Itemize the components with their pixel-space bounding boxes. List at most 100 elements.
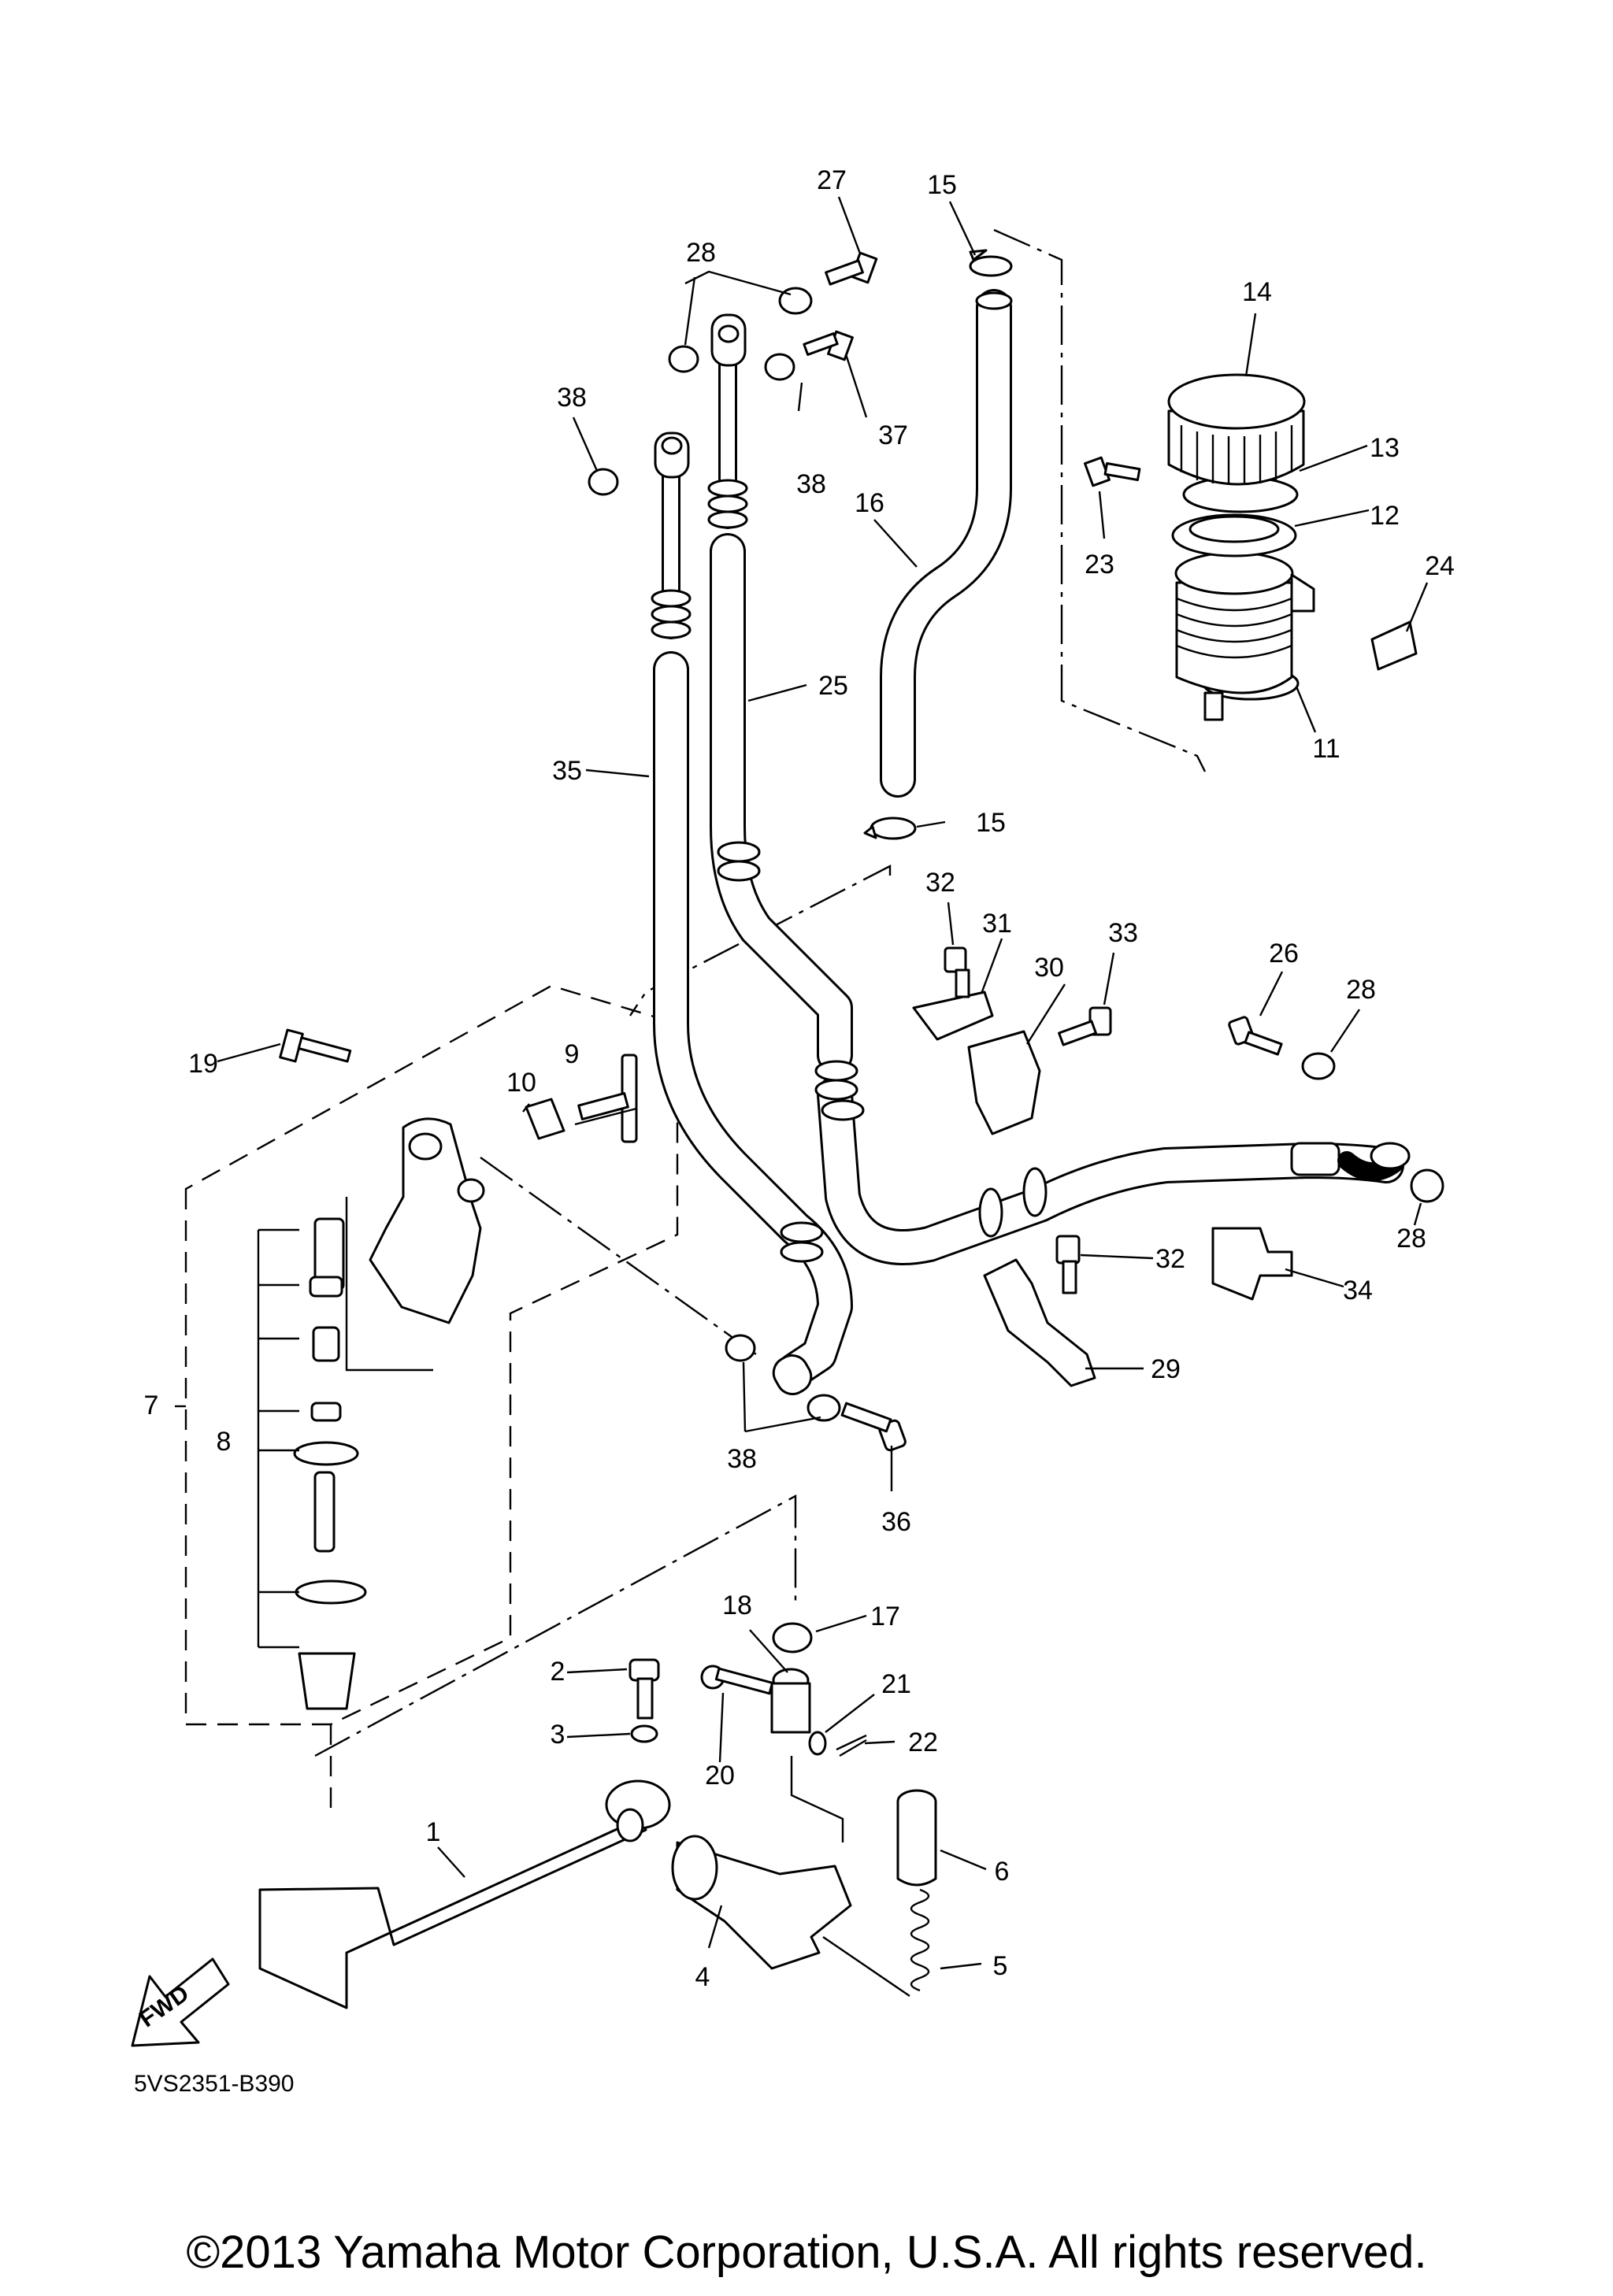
bolt-32-upper	[944, 946, 970, 998]
brake-hose-35	[651, 431, 853, 1395]
callout-7: 7	[144, 1391, 159, 1420]
callouts: 1 2 3 4 5 6 7 8 9 10 11 12 13 14 15 15 1…	[144, 165, 1455, 1992]
callout-17: 17	[870, 1602, 900, 1631]
assembly-outline	[184, 984, 679, 1726]
bracket-24	[1370, 620, 1418, 671]
callout-12: 12	[1370, 501, 1400, 531]
callout-19: 19	[188, 1049, 218, 1079]
shaft-4	[671, 1835, 852, 1970]
callout-36: 36	[881, 1507, 911, 1537]
callout-13: 13	[1370, 433, 1400, 463]
callout-20: 20	[705, 1761, 735, 1791]
bolt-23	[1084, 456, 1141, 487]
callout-35: 35	[552, 756, 582, 786]
cotter-pin-22	[836, 1734, 867, 1757]
callout-5: 5	[993, 1951, 1008, 1981]
washer-28-far	[1410, 1168, 1444, 1203]
callout-23: 23	[1085, 550, 1114, 580]
callout-9: 9	[565, 1039, 580, 1069]
callout-15-bottom: 15	[976, 808, 1006, 838]
callout-32-lower: 32	[1155, 1244, 1185, 1274]
callout-4: 4	[695, 1962, 710, 1992]
master-cylinder-body	[369, 1117, 482, 1324]
brake-switch-34	[1211, 1227, 1293, 1301]
callout-22: 22	[908, 1728, 938, 1757]
hose-right	[814, 1060, 1411, 1265]
callout-2: 2	[551, 1657, 565, 1687]
fwd-arrow-icon: FWD	[131, 1957, 230, 2047]
callout-18: 18	[722, 1591, 752, 1620]
callout-10: 10	[506, 1068, 536, 1098]
hose-16	[880, 289, 1013, 798]
washer-38-left	[588, 468, 619, 496]
bracket-lines-7-8	[257, 1197, 433, 1649]
bracket-31	[912, 991, 994, 1041]
callout-11: 11	[1312, 734, 1340, 764]
callout-29: 29	[1151, 1354, 1181, 1384]
callout-38-low: 38	[727, 1444, 757, 1474]
brake-hose-25	[707, 313, 853, 1073]
washer-28-left	[668, 345, 699, 373]
washer-38-low-left	[725, 1334, 756, 1362]
bolt-26	[1228, 1016, 1283, 1056]
reservoir-assembly	[1167, 373, 1315, 721]
centerline-clevis	[790, 1756, 844, 1842]
bolt-37	[803, 330, 854, 361]
callout-31: 31	[982, 909, 1012, 939]
diagram-code: 5VS2351-B390	[134, 2071, 295, 2097]
callout-24: 24	[1425, 551, 1455, 581]
collar-17	[772, 1622, 813, 1653]
bolt-33	[1058, 1006, 1112, 1046]
bracket-30	[967, 1030, 1041, 1135]
washer-38-top	[764, 353, 795, 381]
clamp-15-top	[969, 249, 1013, 277]
spring-5	[910, 1888, 930, 1992]
joint-9	[577, 1054, 638, 1143]
callout-8: 8	[217, 1427, 232, 1457]
callout-14: 14	[1242, 277, 1272, 307]
callout-34: 34	[1343, 1276, 1373, 1305]
piston-kit-8	[293, 1217, 367, 1710]
callout-26: 26	[1269, 939, 1299, 968]
callout-28-top: 28	[686, 238, 716, 268]
centerline-pushrod	[480, 1157, 757, 1355]
callout-33: 33	[1108, 918, 1138, 948]
callout-3: 3	[551, 1720, 565, 1750]
washer-21	[808, 1731, 827, 1756]
callout-30: 30	[1034, 953, 1064, 983]
clevis-18	[770, 1668, 811, 1734]
callout-32-upper: 32	[925, 868, 955, 898]
copyright-notice: ©2013 Yamaha Motor Corporation, U.S.A. A…	[186, 2227, 1426, 2278]
callout-16: 16	[855, 488, 884, 518]
bolt-36	[840, 1402, 907, 1452]
callout-28-right: 28	[1346, 975, 1376, 1005]
bracket-29	[983, 1258, 1096, 1387]
bolt-19	[279, 1028, 352, 1063]
pin-20	[700, 1665, 774, 1695]
centerline-reservoir	[993, 228, 1207, 772]
centerline-pedal	[314, 1494, 797, 1757]
callout-25: 25	[818, 671, 848, 701]
callout-38-left: 38	[557, 383, 587, 413]
collar-6	[896, 1789, 937, 1887]
seal-10	[525, 1098, 565, 1140]
callout-37: 37	[878, 420, 908, 450]
callout-6: 6	[995, 1857, 1010, 1887]
callout-27: 27	[817, 165, 847, 195]
callout-38-top: 38	[796, 469, 826, 499]
brake-pedal-1	[258, 1779, 671, 2009]
callout-28-far: 28	[1396, 1224, 1426, 1254]
bolt-32-lower	[1055, 1235, 1081, 1294]
centerline-spring	[822, 1936, 910, 1997]
washer-3	[630, 1724, 658, 1743]
callout-15-top: 15	[927, 170, 957, 200]
bolt-27	[825, 251, 878, 286]
leader-lines	[175, 196, 1429, 1970]
callout-21: 21	[881, 1669, 911, 1699]
callout-1: 1	[426, 1817, 441, 1847]
clamp-15-bottom	[863, 817, 917, 840]
bolt-2	[629, 1658, 660, 1720]
washer-28-right	[1301, 1052, 1336, 1080]
washer-38-low-right	[806, 1394, 841, 1422]
